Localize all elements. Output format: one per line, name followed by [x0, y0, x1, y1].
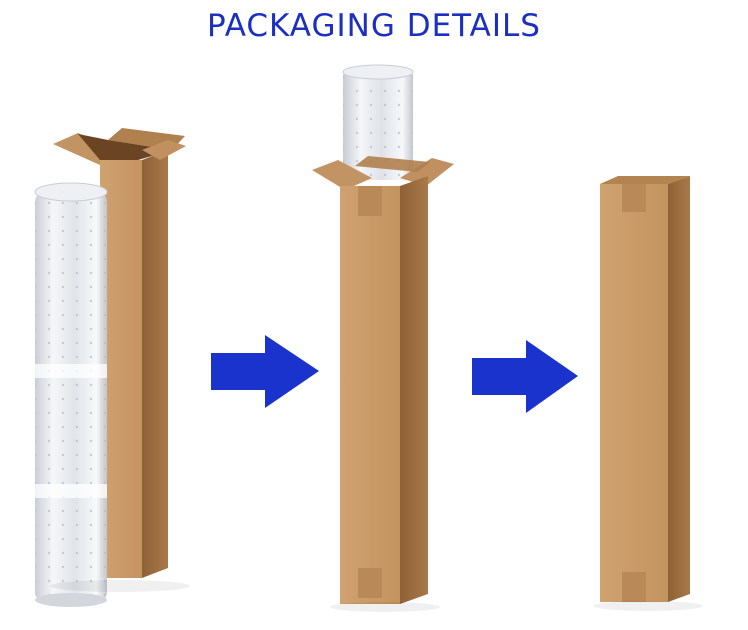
box-3-tape-top: [622, 184, 646, 212]
box-1-right-flap: [142, 140, 186, 160]
box-2-side: [400, 176, 428, 604]
box-3-side: [668, 176, 690, 602]
box-2-tape-top: [358, 186, 382, 216]
box-2-back-flap: [355, 156, 430, 172]
step-2-roll-inserted-in-box: [312, 64, 454, 612]
right-arrow-icon: [211, 335, 319, 408]
box-2-tape-bottom: [358, 568, 382, 598]
box-2-left-flap: [312, 160, 372, 190]
right-arrow-icon: [472, 340, 578, 413]
box-3-top: [600, 176, 690, 184]
box-3-tape-bottom: [622, 572, 646, 602]
box-2-right-flap: [400, 158, 454, 186]
step-1-roll-beside-open-box: [34, 128, 190, 607]
page-title: PACKAGING DETAILS: [207, 8, 541, 44]
box-3-front: [600, 184, 668, 602]
box-2-front: [340, 186, 400, 604]
plastic-roll-1: [34, 182, 108, 607]
step-3-sealed-box: [593, 176, 703, 611]
plastic-roll-2: [342, 64, 414, 180]
box-1-side: [142, 150, 168, 578]
